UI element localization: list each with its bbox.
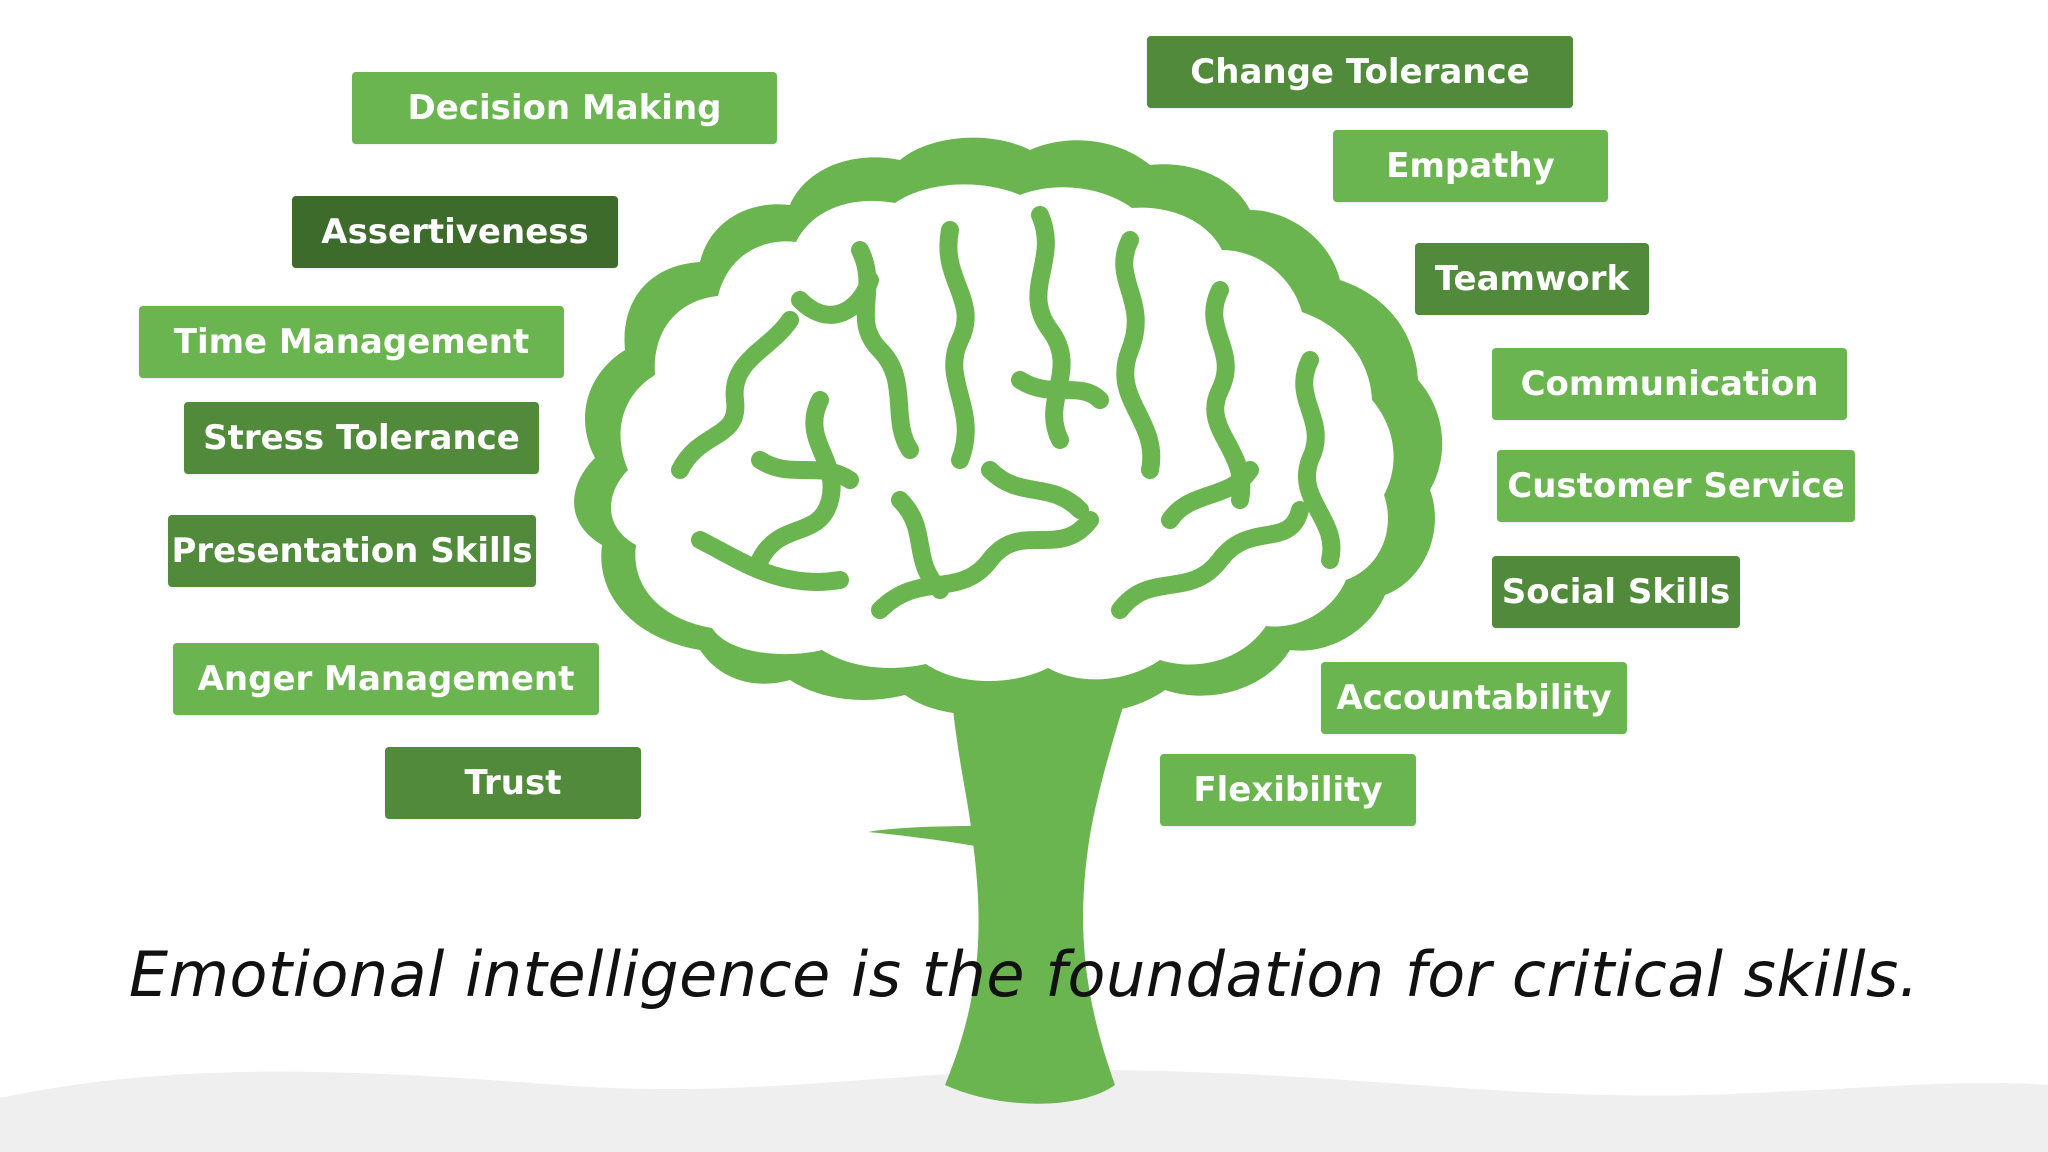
skill-teamwork: Teamwork xyxy=(1415,243,1649,315)
tree-trunk xyxy=(945,700,1125,1104)
skill-accountability: Accountability xyxy=(1321,662,1627,734)
ground-hill xyxy=(0,1069,2048,1152)
skill-change-tolerance: Change Tolerance xyxy=(1147,36,1573,108)
tree-branch xyxy=(868,826,975,846)
skill-empathy: Empathy xyxy=(1333,130,1608,202)
skill-decision-making: Decision Making xyxy=(352,72,777,144)
skill-customer-service: Customer Service xyxy=(1497,450,1855,522)
skill-assertiveness: Assertiveness xyxy=(292,196,618,268)
skill-time-management: Time Management xyxy=(139,306,564,378)
skill-stress-tolerance: Stress Tolerance xyxy=(184,402,539,474)
skill-communication: Communication xyxy=(1492,348,1847,420)
brain-folds xyxy=(671,206,1341,619)
caption: Emotional intelligence is the foundation… xyxy=(128,938,1920,1011)
skill-social-skills: Social Skills xyxy=(1492,556,1740,628)
skill-presentation-skills: Presentation Skills xyxy=(168,515,536,587)
skill-flexibility: Flexibility xyxy=(1160,754,1416,826)
skill-trust: Trust xyxy=(385,747,641,819)
skill-anger-management: Anger Management xyxy=(173,643,599,715)
